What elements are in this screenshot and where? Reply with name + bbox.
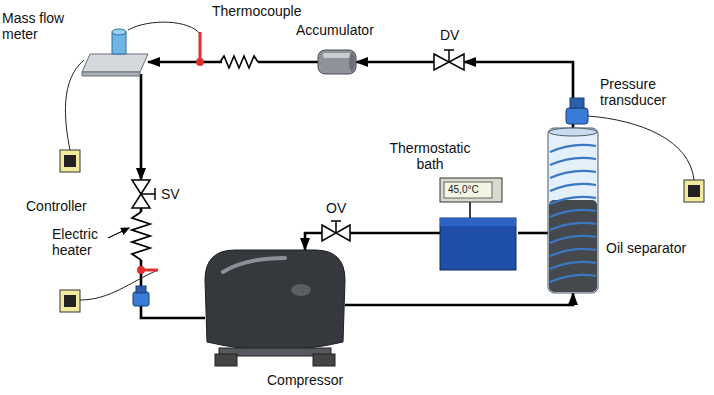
valve: SV [127,180,155,208]
part-label: Controller [26,198,87,214]
component-label: DV [440,27,459,43]
pressure-transducer [133,286,149,306]
mass-flow-meter: Mass flow meter [82,50,148,74]
controller-box [60,60,84,172]
bath-shape [440,178,516,270]
heater-shape [132,212,150,260]
pipe-connector [305,233,322,250]
compressor-shape [205,250,345,366]
thermostatic-bath: Thermostatic bath45,0°C [440,178,518,270]
accumulator: Accumulator [318,50,356,74]
component-label: Compressor [267,372,343,388]
flexible-hose [220,56,258,68]
pipe-connector [345,293,573,305]
pipe-connector [356,61,434,64]
component-label: Accumulator [296,22,374,38]
component-label: Electric heater [52,226,112,258]
accumulator-shape [318,50,356,74]
valve-icon [434,47,464,77]
controller-box [684,180,704,202]
electric-heater: Electric heater [132,212,150,260]
component-label: OV [326,200,346,216]
controller-box [60,290,80,312]
component-label: SV [161,186,180,202]
pipe-connector [141,260,205,318]
component-label: Oil separator [606,240,686,256]
pipe-connector [140,74,143,180]
valveV-shape [132,180,155,208]
leader-line [108,228,129,238]
oil-separator: Oil separator [548,128,598,293]
valve-icon [322,220,350,246]
pipe-connector [464,62,573,128]
part-label: Pressure transducer [600,76,684,108]
valve: DV [434,47,464,77]
component-label: Mass flow meter [2,10,70,42]
valve: OV [322,220,350,246]
compressor: Compressor [205,250,345,368]
oil-separator-icon [548,128,598,293]
valveH-shape [434,50,464,70]
accumulator-icon [318,50,356,74]
pipe-connector [350,232,440,235]
pipe-connector [518,232,548,235]
part-label: Thermocouple [212,3,302,19]
meter-shape [82,29,148,76]
separator-shape [548,128,598,293]
compressor-icon [205,250,345,368]
valve-icon [127,180,155,208]
display-reading: 45,0°C [448,184,479,196]
valveH-shape [322,221,350,241]
mass-flow-meter-icon [82,50,148,74]
component-label: Thermostatic bath [382,140,478,172]
electric-heater-icon [132,212,150,260]
